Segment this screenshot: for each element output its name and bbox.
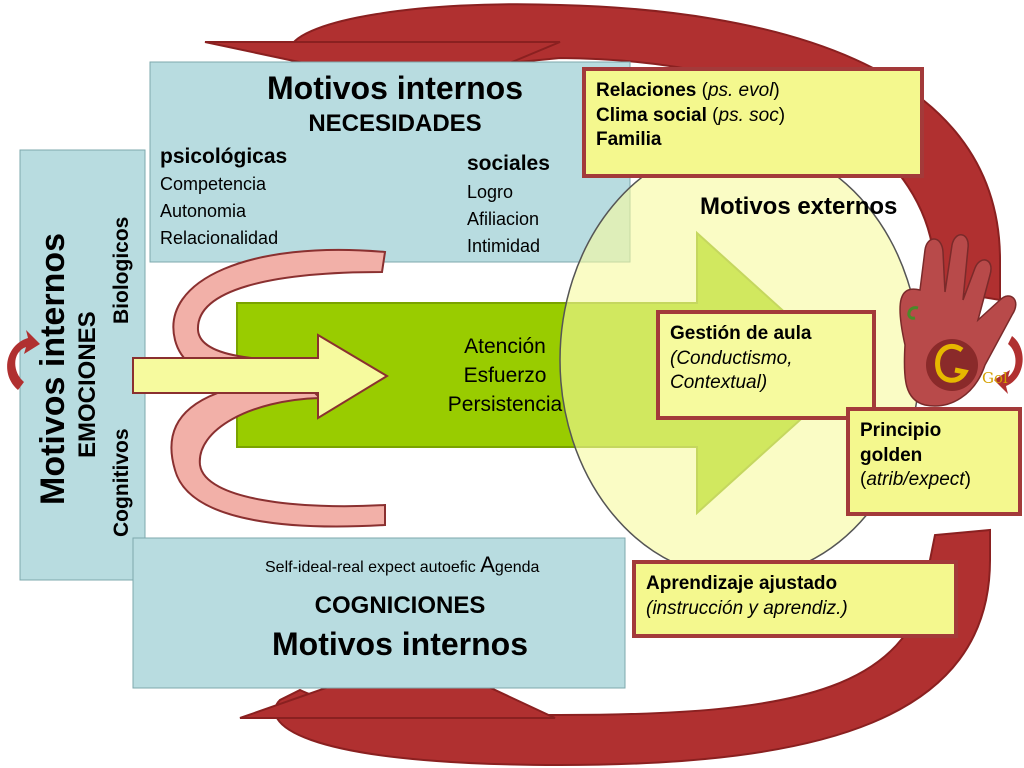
bottom-box-line: Self-ideal-real expect autoefic Agenda (265, 552, 539, 577)
psychological-item: Relacionalidad (160, 228, 279, 248)
paren-open: ( (860, 469, 867, 491)
paren-close: ) (778, 104, 786, 126)
logo-text: Gol (982, 369, 1008, 387)
paren-close: ) (964, 469, 971, 491)
golden-principle-label: golden (860, 444, 923, 466)
psychological-heading: psicológicas (160, 145, 288, 168)
social-heading: sociales (467, 152, 550, 175)
relations-label: Relaciones (596, 80, 697, 101)
classroom-management-box: Gestión de aula (Conductismo, Contextual… (656, 310, 876, 420)
center-item: Esfuerzo (463, 364, 547, 387)
bottom-line-big-letter: A (480, 552, 495, 577)
left-box-subtitle: EMOCIONES (74, 311, 101, 458)
bottom-line-prefix: Self-ideal-real expect autoefic (265, 559, 481, 576)
classroom-management-label: Gestión de aula (670, 323, 812, 344)
social-item: Logro (467, 182, 514, 202)
family-line: Familia (596, 129, 662, 151)
paren-open: ( (696, 80, 708, 101)
external-motives-label: Motivos externos (700, 193, 898, 220)
social-climate-source: ps. soc (718, 104, 779, 126)
classroom-management-detail: (Conductismo, (670, 347, 793, 369)
adjusted-learning-detail: (instrucción y aprendiz.) (646, 597, 848, 619)
left-box-title: Motivos internos (34, 232, 72, 505)
left-small-cycle-arrow (7, 330, 41, 390)
classroom-management-detail: Contextual) (670, 372, 768, 394)
relations-line: Relaciones (ps. evol) (596, 79, 910, 104)
golden-principle-source: atrib/expect (866, 469, 965, 491)
center-item: Atención (464, 335, 546, 358)
paren-open: ( (706, 104, 719, 126)
golden-principle-detail: (atrib/expect) (860, 468, 1008, 493)
top-box-title: Motivos internos (266, 70, 523, 106)
bottom-box-subtitle: COGNICIONES (314, 592, 486, 619)
social-climate-label: Clima social (596, 104, 707, 126)
golden-principle-label: Principio (860, 420, 942, 441)
right-small-cycle-arrow (994, 336, 1023, 394)
paren-close: ) (773, 80, 780, 101)
golden-principle-box: Principio golden (atrib/expect) (846, 407, 1022, 516)
bottom-cognitions-box-bg (132, 537, 626, 689)
cognitive-label: Cognitivos (110, 428, 133, 538)
psychological-item: Competencia (160, 174, 267, 194)
yellow-input-arrow (132, 333, 389, 420)
top-box-subtitle: NECESIDADES (308, 110, 482, 137)
relations-box: Relaciones (ps. evol) Clima social (ps. … (582, 67, 924, 178)
left-emotions-box-bg (19, 149, 146, 581)
social-climate-line: Clima social (ps. soc) (596, 104, 910, 129)
pink-swirl-arrow-lower (170, 376, 386, 528)
relations-source: ps. evol (707, 80, 774, 101)
top-needs-box-bg (149, 61, 631, 263)
adjusted-learning-box: Aprendizaje ajustado (instrucción y apre… (632, 560, 958, 638)
bottom-line-suffix: genda (494, 559, 540, 576)
biological-label: Biologicos (110, 216, 133, 324)
center-item: Persistencia (447, 393, 563, 416)
psychological-item: Autonomia (160, 201, 247, 221)
bottom-box-title: Motivos internos (271, 626, 528, 662)
social-item: Afiliacion (467, 209, 540, 229)
adjusted-learning-label: Aprendizaje ajustado (646, 573, 838, 594)
social-item: Intimidad (467, 236, 541, 256)
hand-logo (899, 234, 1017, 407)
